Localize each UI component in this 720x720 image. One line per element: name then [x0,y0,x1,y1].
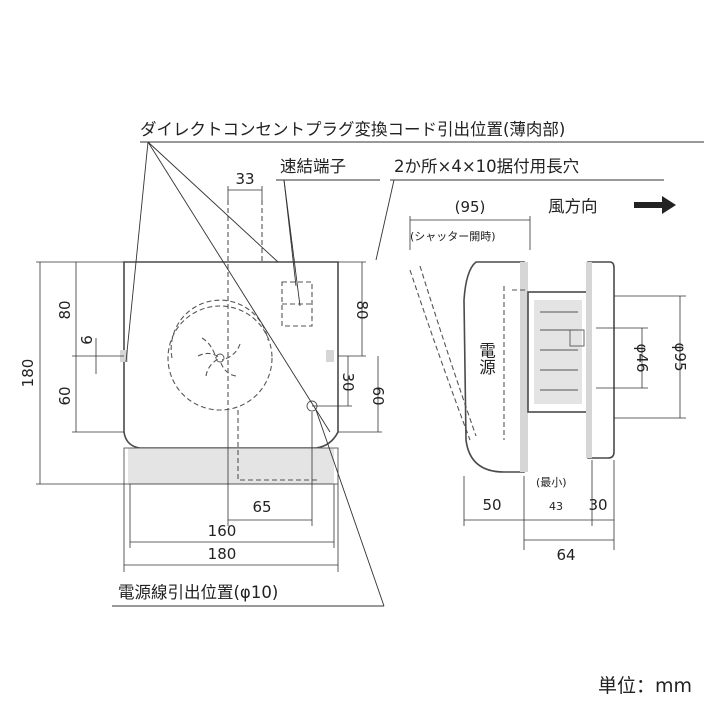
front-body-outline [123,261,339,449]
dim-180-left: 180 [19,359,37,388]
dim-30-side: 30 [588,496,607,514]
dim-30-right: 30 [339,372,357,391]
fan-impeller-hidden [167,305,273,411]
right-arrow-icon [634,196,676,214]
label-airflow-direction: 風方向 [548,197,598,216]
dim-80-right: 80 [353,300,371,319]
dim-160: 160 [208,522,237,540]
dim-180-bottom: 180 [208,545,237,563]
front-view [120,200,339,485]
dim-95-shutter: (95) [455,198,486,216]
dim-phi46: φ46 [633,344,651,373]
front-grille-band [128,448,334,484]
side-dimensions: φ46 φ95 50 (最小) 43 30 64 [463,295,689,564]
dim-64: 64 [556,546,575,564]
label-shutter-open: (シャッター開時) [410,230,496,243]
front-labels: ダイレクトコンセントプラグ変換コード引出位置(薄肉部) 速結端子 2か所×4×1… [112,120,704,607]
side-front-panel [463,261,525,473]
front-dimensions: 33 180 80 60 6 80 30 60 65 160 [19,170,387,572]
dim-33: 33 [235,170,254,188]
label-quick-terminal: 速結端子 [280,157,346,176]
quick-terminal-hidden [281,281,313,327]
dim-43: 43 [549,500,563,513]
dim-80-left: 80 [56,300,74,319]
label-power-cord-exit: 電源線引出位置(φ10) [118,583,278,602]
side-view: 電源 (シャッター開時) (95) 風方向 [409,196,676,473]
label-direct-plug-cord-exit: ダイレクトコンセントプラグ変換コード引出位置(薄肉部) [140,120,565,139]
label-mounting-slots: 2か所×4×10据付用長穴 [394,157,579,176]
dim-phi95: φ95 [671,343,689,372]
shutter-open-hidden [409,269,471,441]
dim-60-right: 60 [369,386,387,405]
dim-50: 50 [482,496,501,514]
dim-60-left: 60 [56,386,74,405]
mounting-tab-right [326,350,334,362]
label-power-source: 電源 [477,342,496,376]
dim-6: 6 [78,335,96,345]
unit-label: 単位：mm [598,675,692,697]
label-minimum: (最小) [536,476,567,489]
dim-65: 65 [252,498,271,516]
side-duct-adapter [587,261,615,459]
